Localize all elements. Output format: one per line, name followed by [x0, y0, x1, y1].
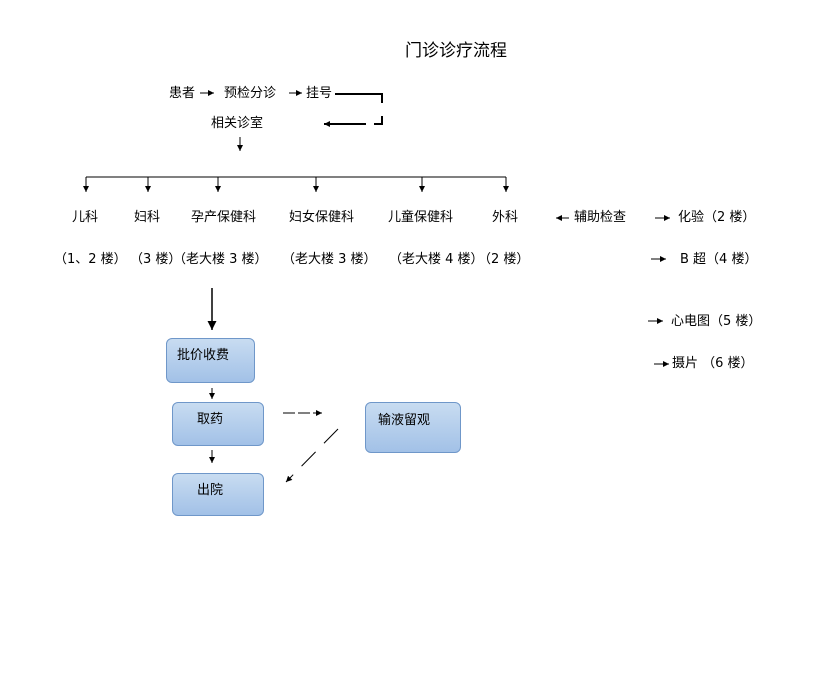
node-auxiliary-exam: 辅助检查: [574, 210, 627, 225]
step-label: 出院: [197, 483, 224, 498]
node-triage: 预检分诊: [224, 86, 277, 101]
step-label: 输液留观: [378, 413, 431, 428]
department-floor: （老大楼 3 楼）: [173, 252, 268, 267]
node-patient: 患者: [169, 86, 196, 101]
department-name: 妇女保健科: [289, 210, 355, 225]
step-infusion: 输液留观: [365, 402, 461, 453]
department-name: 儿童保健科: [388, 210, 454, 225]
department-name: 外科: [492, 210, 519, 225]
department-name: 孕产保健科: [191, 210, 257, 225]
department-name: 儿科: [72, 210, 99, 225]
auxiliary-item: 摄片 （6 楼）: [672, 356, 754, 371]
step-discharge: 出院: [172, 473, 264, 516]
department-floor: （1、2 楼）: [54, 252, 127, 267]
department-floor: （老大楼 3 楼）: [282, 252, 377, 267]
node-clinic: 相关诊室: [211, 116, 264, 131]
department-floor: （3 楼）: [130, 252, 182, 267]
department-floor: （老大楼 4 楼）: [389, 252, 484, 267]
step-label: 取药: [197, 412, 224, 427]
step-pharmacy: 取药: [172, 402, 264, 446]
page-title: 门诊诊疗流程: [405, 41, 507, 61]
register-bracket: [335, 93, 383, 103]
node-register: 挂号: [306, 86, 333, 101]
department-floor: （2 楼）: [478, 252, 530, 267]
auxiliary-item: 心电图（5 楼）: [671, 314, 762, 329]
step-billing: 批价收费: [166, 338, 255, 383]
arrow-infusion-to-discharge: [285, 428, 339, 483]
register-bracket-lower: [374, 116, 383, 125]
auxiliary-item: 化验（2 楼）: [678, 210, 756, 225]
department-name: 妇科: [134, 210, 161, 225]
auxiliary-item: B 超（4 楼）: [680, 252, 758, 267]
step-label: 批价收费: [177, 348, 230, 363]
